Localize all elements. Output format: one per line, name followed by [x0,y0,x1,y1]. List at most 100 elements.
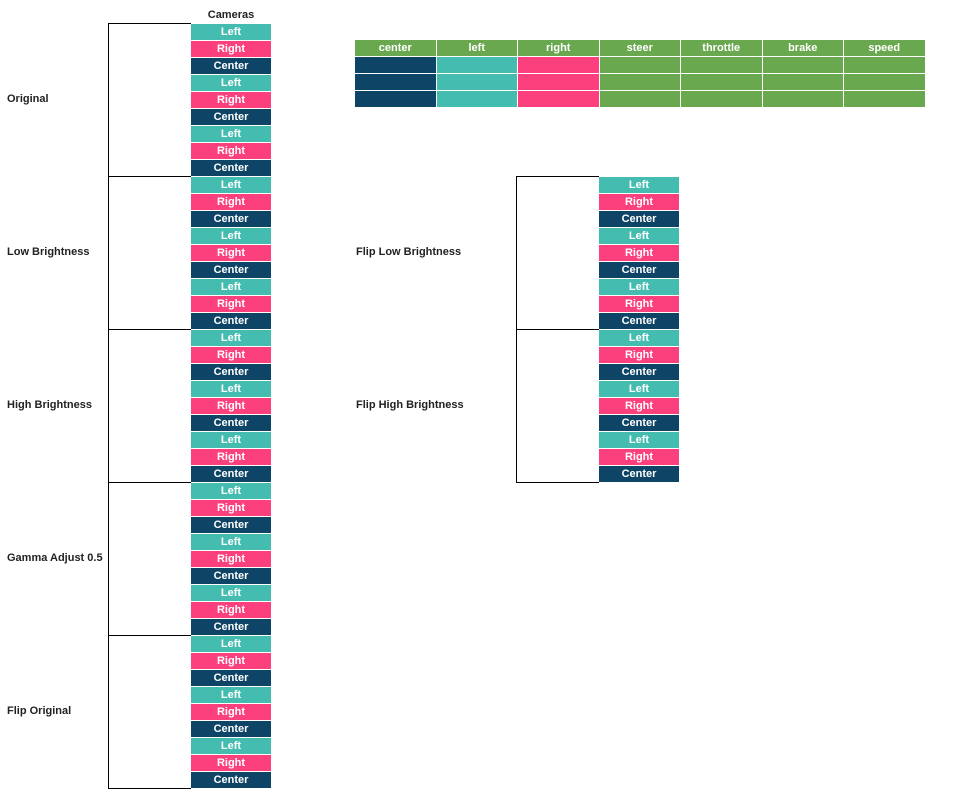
camera-cell-center: Center [191,262,271,278]
table-cell [599,74,680,90]
camera-cell-right: Right [191,602,271,618]
camera-cell-center: Center [191,415,271,431]
table-header-left: left [436,40,517,56]
camera-cell-left: Left [191,75,271,91]
table-cell [599,57,680,73]
cameras-header: Cameras [207,9,255,21]
table-cell [518,57,599,73]
camera-cell-right: Right [191,194,271,210]
table-cell [762,57,843,73]
camera-cell-right: Right [599,347,679,363]
group-label: Flip High Brightness [356,398,464,411]
camera-cell-left: Left [599,279,679,295]
camera-cell-left: Left [191,738,271,754]
camera-cell-left: Left [191,636,271,652]
table-cell [436,57,517,73]
table-header-right: right [518,40,599,56]
group-label: Original [7,92,49,105]
table-cell [518,91,599,107]
camera-cell-center: Center [599,415,679,431]
camera-cell-center: Center [191,772,271,788]
camera-cell-left: Left [191,381,271,397]
camera-cell-center: Center [191,211,271,227]
table-header-center: center [355,40,436,56]
camera-cell-left: Left [191,24,271,40]
table-cell [681,91,762,107]
camera-cell-right: Right [191,398,271,414]
group-bracket [108,635,191,789]
camera-cell-center: Center [599,466,679,482]
group-bracket [516,329,599,483]
table-header-throttle: throttle [681,40,762,56]
table-cell [355,74,436,90]
camera-cell-right: Right [191,143,271,159]
camera-cell-center: Center [191,619,271,635]
camera-cell-center: Center [191,364,271,380]
group-bracket [108,482,191,636]
group-bracket [108,23,191,177]
camera-cell-right: Right [191,551,271,567]
table-cell [518,74,599,90]
camera-cell-left: Left [191,177,271,193]
table-header-brake: brake [762,40,843,56]
table-cell [681,74,762,90]
camera-cell-right: Right [191,245,271,261]
camera-cell-right: Right [191,500,271,516]
camera-cell-left: Left [191,279,271,295]
camera-cell-left: Left [191,126,271,142]
camera-cell-center: Center [191,58,271,74]
table-cell [681,57,762,73]
table-cell [844,57,925,73]
camera-cell-right: Right [191,449,271,465]
camera-cell-center: Center [191,160,271,176]
camera-cell-left: Left [599,381,679,397]
camera-cell-right: Right [599,398,679,414]
group-label: Gamma Adjust 0.5 [7,551,103,564]
table-header-speed: speed [844,40,925,56]
group-bracket [108,329,191,483]
camera-cell-center: Center [191,568,271,584]
camera-cell-right: Right [599,245,679,261]
camera-cell-right: Right [191,755,271,771]
table-cell [599,91,680,107]
camera-cell-left: Left [599,228,679,244]
camera-cell-left: Left [191,687,271,703]
camera-cell-center: Center [191,670,271,686]
camera-cell-center: Center [191,721,271,737]
group-label: Low Brightness [7,245,90,258]
camera-cell-left: Left [191,483,271,499]
camera-cell-left: Left [191,585,271,601]
table-cell [355,57,436,73]
camera-cell-right: Right [191,92,271,108]
camera-cell-right: Right [191,704,271,720]
camera-cell-center: Center [599,364,679,380]
camera-cell-center: Center [191,517,271,533]
camera-cell-right: Right [599,449,679,465]
camera-cell-right: Right [191,41,271,57]
camera-cell-center: Center [191,466,271,482]
group-label: High Brightness [7,398,92,411]
camera-cell-left: Left [191,432,271,448]
camera-cell-center: Center [599,262,679,278]
table-cell [844,91,925,107]
camera-cell-right: Right [599,194,679,210]
group-label: Flip Original [7,704,72,717]
camera-cell-center: Center [191,313,271,329]
camera-cell-right: Right [599,296,679,312]
camera-cell-center: Center [599,211,679,227]
camera-cell-right: Right [191,296,271,312]
table-cell [436,91,517,107]
camera-cell-left: Left [191,228,271,244]
group-label: Flip Low Brightness [356,245,462,258]
table-cell [844,74,925,90]
camera-cell-center: Center [599,313,679,329]
camera-cell-right: Right [191,347,271,363]
camera-cell-center: Center [191,109,271,125]
table-cell [762,74,843,90]
camera-cell-left: Left [599,330,679,346]
camera-cell-left: Left [599,432,679,448]
group-bracket [516,176,599,330]
camera-cell-left: Left [599,177,679,193]
group-bracket [108,176,191,330]
table-cell [436,74,517,90]
